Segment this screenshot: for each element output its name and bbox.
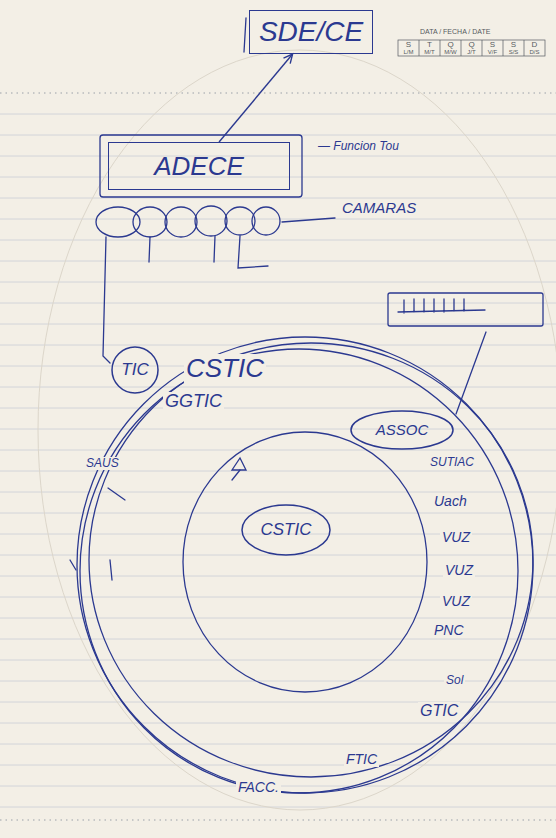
tick-line bbox=[149, 237, 150, 262]
ring-label: Uach bbox=[432, 494, 469, 509]
day-letter: T bbox=[419, 41, 440, 49]
arrow-head bbox=[283, 54, 292, 64]
note-text: GGTIC bbox=[163, 392, 224, 412]
day-code: S/S bbox=[503, 49, 524, 55]
day-letter: S bbox=[398, 41, 419, 49]
day-code: M/T bbox=[419, 49, 440, 55]
node-text: SDE/CE bbox=[259, 17, 363, 48]
ring-label: FTIC bbox=[344, 752, 379, 767]
chamber-oval bbox=[252, 207, 280, 235]
leader-line bbox=[282, 218, 335, 222]
day-letter: S bbox=[503, 41, 524, 49]
ring-label: VUZ bbox=[440, 530, 472, 545]
chamber-oval bbox=[133, 207, 167, 237]
tick-line bbox=[214, 236, 215, 262]
date-header: DATA / FECHA / DATE bbox=[420, 28, 490, 35]
ellipse-outline bbox=[351, 411, 453, 449]
date-boxes bbox=[398, 40, 545, 56]
day-letter: Q bbox=[440, 41, 461, 49]
dotted-margin bbox=[0, 93, 556, 94]
circle-node: TIC bbox=[111, 346, 159, 394]
ruled-lines bbox=[0, 114, 556, 807]
outer-ring bbox=[77, 337, 533, 793]
heading-text: CSTIC bbox=[184, 354, 266, 383]
dotted-margin bbox=[0, 820, 556, 821]
note-text: CAMARAS bbox=[340, 200, 418, 217]
sketch-ink bbox=[70, 18, 543, 793]
ring-label: GTIC bbox=[418, 702, 460, 720]
tick-line bbox=[232, 470, 240, 480]
connector-line bbox=[219, 54, 293, 142]
connector-arrow bbox=[219, 54, 293, 142]
process-box: ADECE bbox=[108, 142, 290, 190]
leader-line bbox=[456, 332, 486, 414]
oval-node: CSTIC bbox=[241, 504, 331, 556]
chamber-oval bbox=[195, 206, 227, 236]
chamber-oval bbox=[225, 207, 255, 235]
ring-label: Sol bbox=[444, 674, 465, 687]
ellipse-outline bbox=[242, 505, 330, 555]
triangle-mark bbox=[232, 458, 246, 470]
node-text: ASSOC bbox=[376, 422, 429, 439]
node-text: CSTIC bbox=[261, 521, 312, 540]
day-letter: D bbox=[524, 41, 545, 49]
outer-bracket bbox=[100, 135, 302, 197]
day-code: L/M bbox=[398, 49, 419, 55]
bracket-stroke bbox=[244, 18, 246, 52]
tick-line bbox=[108, 488, 125, 500]
ring-label: PNC bbox=[432, 623, 466, 638]
day-code: V/F bbox=[482, 49, 503, 55]
ring-label: VUZ bbox=[440, 594, 472, 609]
pencil-circle bbox=[38, 50, 556, 810]
tick-line bbox=[238, 236, 268, 268]
ring-label: VUZ bbox=[443, 563, 475, 578]
node-text: ADECE bbox=[154, 152, 244, 181]
ellipse-outline bbox=[112, 347, 158, 393]
chamber-oval bbox=[165, 207, 197, 237]
day-letter: S bbox=[482, 41, 503, 49]
day-code: J/T bbox=[461, 49, 482, 55]
note-text: — Funcion Tou bbox=[316, 140, 401, 153]
oval-node: ASSOC bbox=[350, 410, 454, 450]
tick-line bbox=[110, 560, 112, 580]
scale-box bbox=[388, 293, 543, 326]
title-box: SDE/CE bbox=[249, 10, 373, 54]
ring-label: SAUS bbox=[84, 457, 121, 470]
tick-line bbox=[70, 560, 76, 570]
outer-ring bbox=[89, 343, 533, 777]
scale-ticks bbox=[398, 299, 485, 313]
day-code: M/W bbox=[440, 49, 461, 55]
day-letter: Q bbox=[461, 41, 482, 49]
inner-circle bbox=[183, 432, 427, 692]
node-text: TIC bbox=[121, 361, 148, 380]
day-code: D/S bbox=[524, 49, 545, 55]
ring-label: SUTIAC bbox=[428, 456, 476, 469]
ring-label: FACC. bbox=[236, 780, 281, 795]
link-line bbox=[103, 237, 110, 363]
